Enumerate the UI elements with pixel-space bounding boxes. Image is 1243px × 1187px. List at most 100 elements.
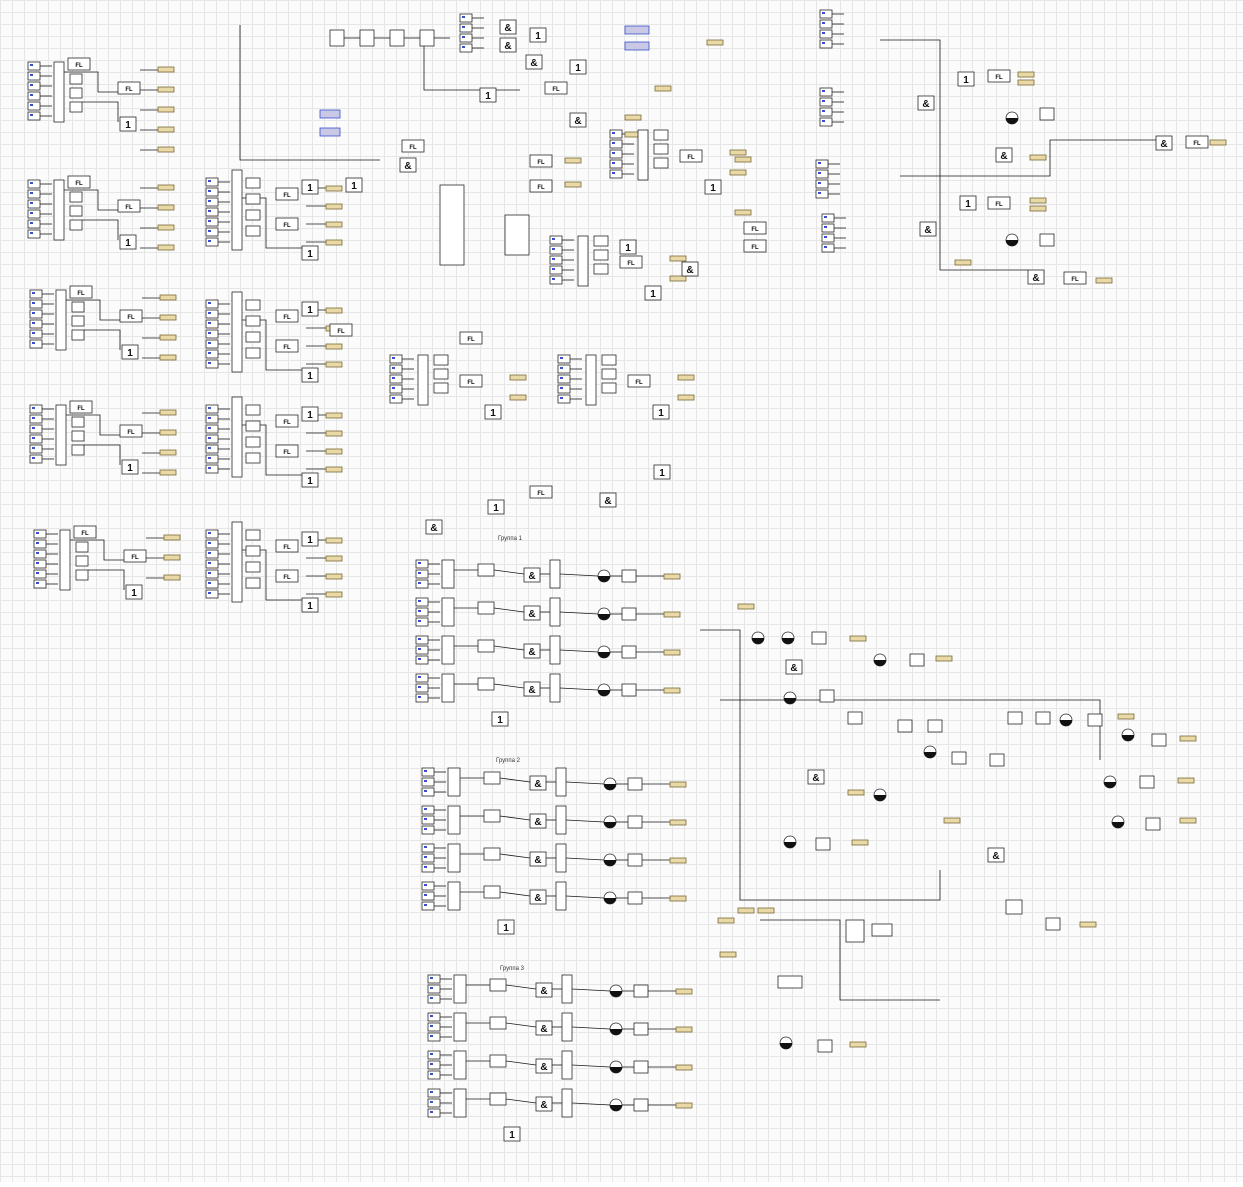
sub-block [820, 690, 834, 702]
sub-block [634, 1061, 648, 1073]
sub-block [1040, 234, 1054, 246]
output-tag [326, 467, 342, 472]
bus-block [56, 405, 66, 465]
input-marker [418, 676, 421, 678]
bus-block [454, 975, 466, 1003]
output-tag [852, 840, 868, 845]
input-marker [208, 332, 211, 334]
input-block [206, 405, 218, 413]
and-gate-glyph: & [540, 986, 547, 997]
input-block [30, 425, 42, 433]
sub-block [1040, 108, 1054, 120]
input-marker [560, 357, 563, 359]
bus-block [54, 62, 64, 122]
input-marker [424, 808, 427, 810]
input-marker [208, 240, 211, 242]
mux-block [562, 975, 572, 1003]
sub-block [72, 330, 84, 340]
wire [494, 646, 524, 650]
input-marker [36, 542, 39, 544]
bus-block [54, 180, 64, 240]
input-block [428, 1023, 440, 1031]
wire [88, 570, 124, 590]
input-block [30, 445, 42, 453]
input-block [206, 540, 218, 548]
wire [506, 985, 536, 989]
and-gate-glyph: & [540, 1062, 547, 1073]
input-block [206, 550, 218, 558]
input-marker [822, 42, 825, 44]
input-marker [36, 532, 39, 534]
sub-block [1036, 712, 1050, 724]
input-marker [208, 352, 211, 354]
and-gate-glyph: & [924, 225, 931, 236]
input-marker [32, 302, 35, 304]
input-marker [818, 182, 821, 184]
filter-block-glyph: FL [283, 315, 291, 321]
summing-junction-fill [874, 795, 886, 801]
and-gate-glyph: & [540, 1100, 547, 1111]
input-marker [208, 437, 211, 439]
sub-block [898, 720, 912, 732]
input-block [550, 246, 562, 254]
and-gate-glyph: & [790, 663, 797, 674]
input-marker [560, 377, 563, 379]
input-block [206, 455, 218, 463]
input-block [820, 30, 832, 38]
input-marker [822, 100, 825, 102]
output-tag [158, 107, 174, 112]
group-label-1: Группа 1 [498, 536, 523, 542]
input-marker [32, 312, 35, 314]
input-marker [824, 226, 827, 228]
and-gate-glyph: & [604, 496, 611, 507]
group-label-2: Группа 2 [496, 758, 521, 764]
output-tag [664, 612, 680, 617]
input-block [34, 540, 46, 548]
summing-junction-fill [604, 822, 616, 828]
input-marker [32, 447, 35, 449]
input-block [422, 816, 434, 824]
sub-block [602, 369, 616, 379]
output-tag [678, 375, 694, 380]
output-tag [664, 574, 680, 579]
sub-block [246, 332, 260, 342]
input-marker [424, 894, 427, 896]
bus-block [448, 768, 460, 796]
mux-block [556, 806, 566, 834]
input-block [206, 445, 218, 453]
input-marker [824, 236, 827, 238]
filter-block-glyph: FL [635, 380, 643, 386]
summing-junction-fill [782, 638, 794, 644]
input-block [206, 560, 218, 568]
output-tag [1030, 206, 1046, 211]
sub-block [490, 1055, 506, 1067]
wire [560, 612, 598, 614]
output-tag [158, 185, 174, 190]
input-marker [32, 332, 35, 334]
input-block [416, 674, 428, 682]
output-tag [326, 574, 342, 579]
wire [566, 896, 604, 898]
input-marker [208, 417, 211, 419]
input-marker [462, 36, 465, 38]
wire [494, 684, 524, 688]
wire [560, 650, 598, 652]
bus-block [418, 355, 428, 405]
wire [500, 816, 530, 820]
input-block [820, 88, 832, 96]
sub-block [628, 854, 642, 866]
input-block [416, 580, 428, 588]
output-tag [670, 858, 686, 863]
output-tag [1018, 72, 1034, 77]
sub-block [628, 892, 642, 904]
input-block [428, 1033, 440, 1041]
output-tag [1118, 714, 1134, 719]
input-marker [392, 387, 395, 389]
summing-junction-fill [874, 660, 886, 666]
input-marker [424, 818, 427, 820]
input-block [206, 330, 218, 338]
summing-junction-fill [784, 698, 796, 704]
input-marker [612, 172, 615, 174]
bus-block [448, 806, 460, 834]
